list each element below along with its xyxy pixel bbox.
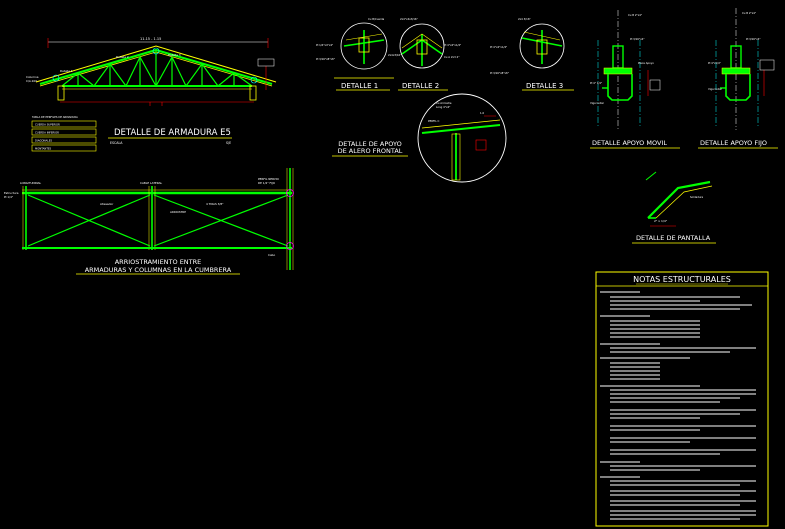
svg-text:PERFIL NERVIO: PERFIL NERVIO: [258, 177, 280, 181]
svg-text:MONTANTES: MONTANTES: [35, 147, 52, 151]
bracing-detail: LONGITUDINAL CABLE LATERAL Atiesador 4 T…: [4, 168, 294, 275]
svg-text:Cu B 2"x4": Cu B 2"x4": [628, 13, 642, 17]
svg-text:Estructura: Estructura: [4, 191, 19, 195]
svg-text:CUERDA INFERIOR: CUERDA INFERIOR: [35, 131, 59, 135]
svg-text:LONGITUDINAL: LONGITUDINAL: [20, 181, 41, 185]
svg-text:Soldadura: Soldadura: [690, 195, 704, 199]
svg-text:Viga Collar: Viga Collar: [708, 87, 723, 91]
svg-text:2x4x3/16": 2x4x3/16": [388, 53, 401, 57]
detail-circles: Pl 1/4"x4"x4" Pl 3/16"x8"x8" Cu B/Cuerda…: [316, 17, 574, 91]
apoyo-movil-detail: Cu B 2"x4" Pl 3/16"x4" Placa Apoyo Pl 4"…: [590, 10, 680, 149]
apoyo-fijo-detail: Cu B 2"x4" Pl 3/16"x4" Pl 4"x1/4" Viga C…: [698, 8, 778, 149]
svg-text:Viga Collar: Viga Collar: [590, 101, 605, 105]
svg-text:Placa Apoyo: Placa Apoyo: [638, 61, 654, 65]
detail-3-title: DETALLE 3: [526, 82, 563, 90]
svg-text:Columna: Columna: [26, 75, 39, 79]
truss-detail: 11.15 - 1.15 Columna: [26, 37, 277, 106]
svg-text:Pl 1/4"x4"x4": Pl 1/4"x4"x4": [316, 43, 333, 47]
apoyo-movil-title: DETALLE APOYO MOVIL: [592, 139, 667, 147]
svg-text:2" x 1/4": 2" x 1/4": [654, 219, 668, 223]
svg-text:DE 1/2" FIJO: DE 1/2" FIJO: [258, 181, 276, 185]
svg-text:Cu B/Cuerda: Cu B/Cuerda: [368, 17, 385, 21]
svg-text:C/A.100: C/A.100: [26, 79, 37, 83]
svg-text:4 TIRAS 3/8": 4 TIRAS 3/8": [206, 202, 224, 206]
svg-text:CABLE LATERAL: CABLE LATERAL: [140, 181, 163, 185]
svg-text:DIAGONALES: DIAGONALES: [35, 139, 52, 143]
svg-text:TABLA DE PERFILES DE ARMADURA: TABLA DE PERFILES DE ARMADURA: [32, 115, 78, 119]
svg-text:PERFIL C: PERFIL C: [428, 119, 440, 123]
svg-text:2x4 3/16": 2x4 3/16": [518, 17, 531, 21]
svg-text:Pl 4"x4"x1/4": Pl 4"x4"x1/4": [490, 45, 507, 49]
svg-text:Cu B 2"x4": Cu B 2"x4": [742, 11, 756, 15]
svg-text:1.0: 1.0: [480, 111, 484, 115]
svg-text:Cu Arriostre: Cu Arriostre: [436, 101, 452, 105]
armadura-title-block: DETALLE DE ARMADURA E5 ESCALA S/E: [108, 128, 232, 145]
svg-text:Cabo: Cabo: [268, 253, 275, 257]
svg-text:ARRIOSTRE: ARRIOSTRE: [170, 210, 186, 214]
bracing-title-line1: ARRIOSTRAMIENTO ENTRE: [115, 258, 202, 266]
svg-text:Long 4"x4": Long 4"x4": [436, 105, 450, 109]
notes-header: NOTAS ESTRUCTURALES: [633, 275, 731, 284]
armadura-escala-value: S/E: [226, 141, 231, 145]
svg-text:Detalle 2: Detalle 2: [116, 55, 129, 59]
svg-text:Pl 3/16"x4": Pl 3/16"x4": [746, 37, 761, 41]
svg-text:Pl 4" 1/4": Pl 4" 1/4": [590, 81, 602, 85]
pantalla-title: DETALLE DE PANTALLA: [636, 234, 711, 242]
svg-text:2x4"x4x3/16": 2x4"x4x3/16": [400, 17, 418, 21]
svg-text:Pl 1/4": Pl 1/4": [4, 195, 14, 199]
member-legend: TABLA DE PERFILES DE ARMADURA CUERDA SUP…: [31, 115, 97, 152]
svg-text:Atiesador: Atiesador: [100, 202, 114, 206]
svg-text:Pl 3/16"x4": Pl 3/16"x4": [630, 37, 645, 41]
svg-text:Detalle 3: Detalle 3: [168, 53, 181, 57]
structural-notes: NOTAS ESTRUCTURALES: [595, 271, 769, 527]
armadura-title: DETALLE DE ARMADURA E5: [114, 128, 231, 138]
pantalla-detail: 2" x 1/4" Soldadura DETALLE DE PANTALLA: [632, 171, 716, 244]
svg-text:Pl 3/16"x8"x8": Pl 3/16"x8"x8": [490, 71, 509, 75]
alero-title-line2: DE ALERO FRONTAL: [338, 147, 403, 155]
svg-text:Cu A 2x3 4": Cu A 2x3 4": [444, 55, 459, 59]
svg-text:Pl 4"x1/4": Pl 4"x1/4": [708, 61, 721, 65]
detail-2-title: DETALLE 2: [402, 82, 439, 90]
svg-text:CUERDA SUPERIOR: CUERDA SUPERIOR: [35, 123, 60, 127]
alero-title-line1: DETALLE DE APOYO: [338, 140, 401, 148]
svg-text:Detalle 1: Detalle 1: [60, 69, 73, 73]
svg-text:11.15 - 1.15: 11.15 - 1.15: [140, 37, 161, 41]
bracing-title-line2: ARMADURAS Y COLUMNAS EN LA CUMBRERA: [85, 266, 232, 274]
svg-text:Pl 4"x4"x1/4": Pl 4"x4"x1/4": [444, 43, 461, 47]
armadura-escala-label: ESCALA: [110, 141, 123, 145]
apoyo-fijo-title: DETALLE APOYO FIJO: [700, 139, 767, 147]
svg-text:Pl 3/16"x8"x8": Pl 3/16"x8"x8": [316, 57, 335, 61]
detail-1-title: DETALLE 1: [341, 82, 378, 90]
alero-detail: Cu Arriostre Long 4"x4" PERFIL C 1.0 DET…: [332, 93, 507, 183]
